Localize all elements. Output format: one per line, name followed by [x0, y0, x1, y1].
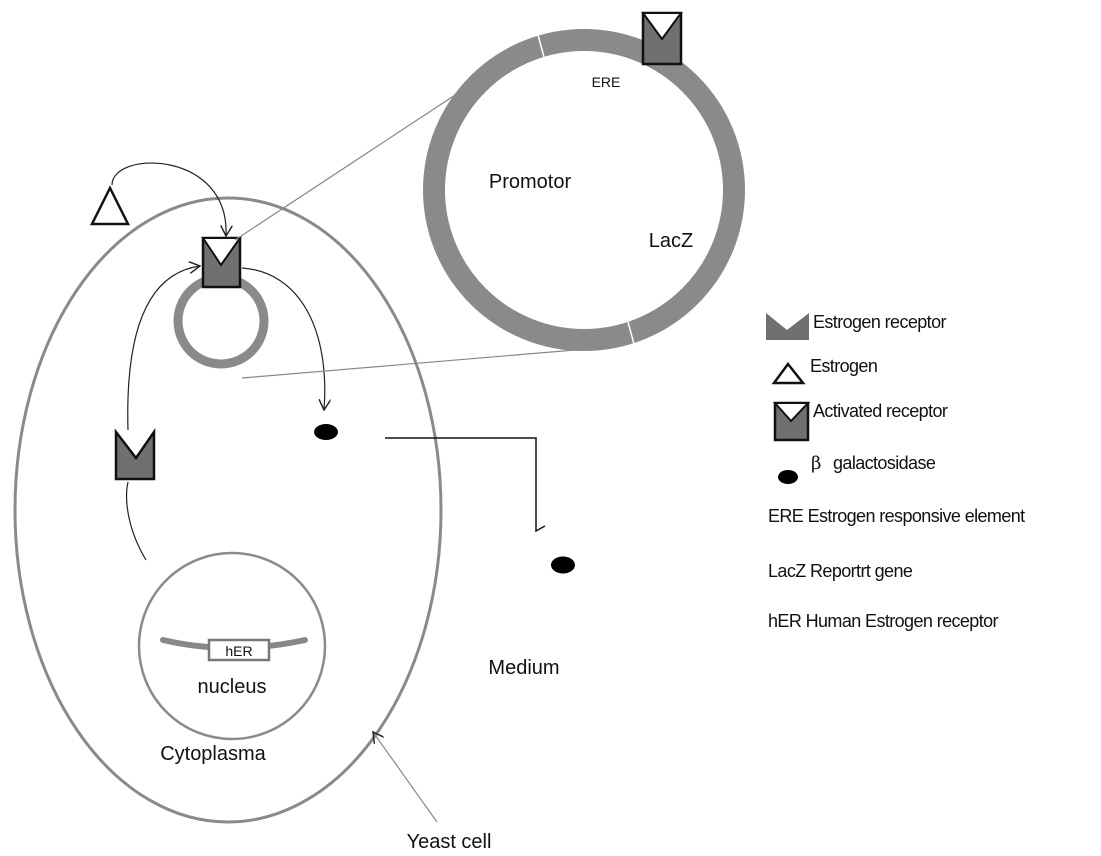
legend-beta-galactosidase-icon: [778, 470, 798, 484]
legend-estrogen-receptor-label: Estrogen receptor: [813, 312, 946, 332]
legend-estrogen-receptor-icon: [766, 313, 809, 340]
her-gene-label: hER: [225, 643, 252, 659]
legend-lacz-definition: LacZ Reportrt gene: [768, 561, 913, 581]
nucleus: [137, 551, 327, 741]
legend-estrogen-label: Estrogen: [810, 356, 877, 376]
zoom-line-lower: [241, 346, 612, 379]
legend-ere-definition: ERE Estrogen responsive element: [768, 506, 1025, 526]
secretion-line: [385, 437, 546, 533]
beta-galactosidase-in-medium: [551, 556, 575, 574]
legend-activated-receptor-label: Activated receptor: [813, 401, 948, 421]
legend-beta-galactosidase-label: galactosidase: [833, 453, 936, 473]
ere-label: ERE: [592, 74, 621, 90]
legend: Estrogen receptor Estrogen Activated rec…: [766, 312, 1026, 631]
her-gene-box: [207, 638, 271, 662]
legend-her-definition: hER Human Estrogen receptor: [768, 611, 999, 631]
medium-label: Medium: [488, 657, 559, 679]
promotor-label: Promotor: [489, 171, 572, 193]
legend-estrogen-icon: [771, 361, 806, 385]
legend-beta-symbol: β: [811, 453, 821, 474]
estrogen-triangle-outside: [89, 185, 131, 226]
activated-receptor-on-plasmid: [201, 236, 242, 289]
yeast-cell-membrane: [13, 196, 443, 824]
legend-activated-receptor-icon: [772, 401, 811, 442]
yeast-cell-pointer: [373, 732, 438, 823]
large-plasmid: [423, 29, 745, 351]
receptor-from-nucleus-line: [126, 481, 147, 561]
activated-receptor-on-large-plasmid: [641, 11, 683, 66]
plasmid-segment-dividers: [537, 34, 757, 345]
cell-plasmid: [173, 273, 269, 369]
nucleus-label: nucleus: [198, 676, 267, 698]
receptor-to-plasmid-arrow: [127, 266, 200, 431]
yeast-cell-label: Yeast cell: [407, 831, 492, 853]
cytoplasma-label: Cytoplasma: [160, 743, 266, 765]
lacz-label: LacZ: [649, 230, 693, 252]
estrogen-receptor-in-cytoplasm: [114, 427, 156, 481]
beta-galactosidase-in-cell: [314, 424, 338, 440]
expression-arrow: [241, 267, 325, 410]
estrogen-entry-arrow: [111, 162, 226, 236]
